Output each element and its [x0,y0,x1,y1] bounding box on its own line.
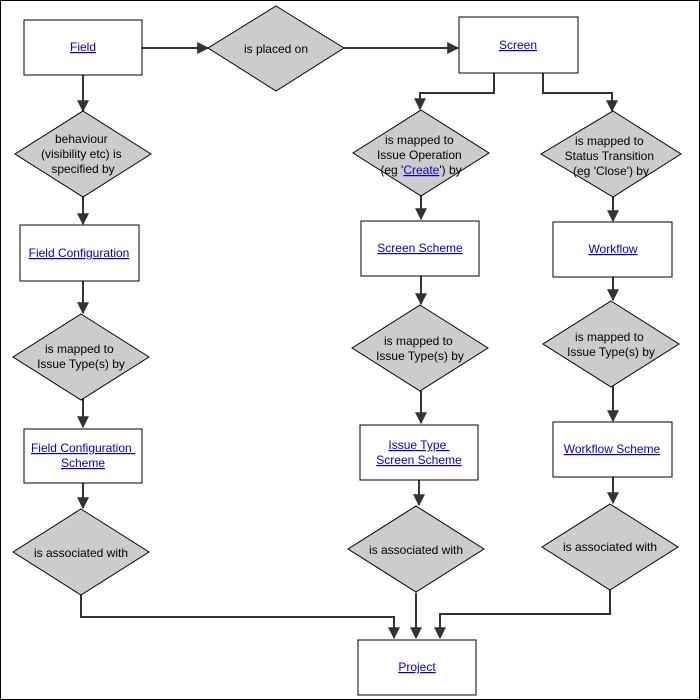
decision-status-transition-line3: (eg 'Close') by [573,164,649,178]
node-field-label[interactable]: Field [70,40,96,54]
node-field[interactable]: Field [23,19,143,76]
decision-mapped-issue-types-right: is mapped to Issue Type(s) by [542,300,680,388]
decision-behaviour-line2: (visibility etc) is [41,147,122,161]
decision-mapped-issue-types-right-line2: Issue Type(s) by [567,345,655,359]
decision-mapped-issue-types-mid-label: is mapped to Issue Type(s) by [376,334,464,363]
node-screen-label[interactable]: Screen [499,38,537,52]
decision-associated-mid-label: is associated with [369,543,463,557]
decision-mapped-issue-types-mid: is mapped to Issue Type(s) by [351,304,489,392]
decision-status-transition-line1: is mapped to [575,134,644,148]
edge-associated-left-to-project [80,594,400,640]
decision-associated-left-label: is associated with [34,546,128,560]
decision-status-transition-line2: Status Transition [565,149,654,163]
node-workflow-scheme[interactable]: Workflow Scheme [552,421,673,478]
node-field-configuration-scheme-line2[interactable]: Scheme [61,456,105,470]
decision-status-transition: is mapped to Status Transition (eg 'Clos… [540,110,682,198]
decision-mapped-issue-types-left-label: is mapped to Issue Type(s) by [37,342,125,371]
decision-mapped-issue-types-left-line1: is mapped to [45,342,114,356]
node-field-configuration-scheme-label[interactable]: Field Configuration Scheme [31,441,135,470]
node-screen[interactable]: Screen [458,16,579,74]
decision-associated-mid: is associated with [347,505,485,593]
node-issue-type-screen-scheme-label[interactable]: Issue Type Screen Scheme [376,438,462,467]
decision-mapped-issue-types-right-label: is mapped to Issue Type(s) by [567,330,655,359]
decision-behaviour: behaviour (visibility etc) is specified … [14,110,152,198]
decision-is-placed-on: is placed on [207,5,345,92]
decision-associated-left: is associated with [12,508,150,596]
decision-issue-operation-line1: is mapped to [385,133,454,147]
decision-mapped-issue-types-mid-line2: Issue Type(s) by [376,349,464,363]
node-issue-type-screen-scheme[interactable]: Issue Type Screen Scheme [359,424,479,481]
connectors [77,42,619,640]
node-workflow-label[interactable]: Workflow [588,242,637,256]
edge-screen-to-status-transition [542,73,618,113]
node-workflow[interactable]: Workflow [552,221,673,278]
decision-status-transition-label: is mapped to Status Transition (eg 'Clos… [565,134,658,178]
node-field-configuration[interactable]: Field Configuration [19,224,140,282]
node-issue-type-screen-scheme-line1[interactable]: Issue Type [388,438,449,452]
node-project[interactable]: Project [357,639,477,696]
decision-mapped-issue-types-mid-line1: is mapped to [384,334,453,348]
decision-behaviour-line3: specified by [51,162,114,176]
decision-mapped-issue-types-left: is mapped to Issue Type(s) by [12,313,150,401]
eg-prefix: (eg ' [380,163,403,177]
decision-mapped-issue-types-right-line1: is mapped to [575,330,644,344]
eg-suffix: ') by [439,163,461,177]
decision-issue-operation: is mapped to Issue Operation (eg 'Create… [352,109,490,197]
decision-behaviour-label: behaviour (visibility etc) is specified … [41,132,125,176]
node-project-label[interactable]: Project [398,660,436,674]
node-screen-scheme-label[interactable]: Screen Scheme [377,241,463,255]
decision-issue-operation-line2: Issue Operation [377,148,462,162]
node-field-configuration-scheme-line1[interactable]: Field Configuration [31,441,135,455]
decision-mapped-issue-types-left-line2: Issue Type(s) by [37,357,125,371]
create-link[interactable]: Create [403,163,439,177]
decision-associated-right-label: is associated with [563,540,657,554]
node-screen-scheme[interactable]: Screen Scheme [360,220,480,277]
decision-is-placed-on-label: is placed on [244,42,308,56]
node-field-configuration-label[interactable]: Field Configuration [29,246,130,260]
decision-issue-operation-line3: (eg 'Create') by [380,163,461,177]
node-issue-type-screen-scheme-line2[interactable]: Screen Scheme [376,453,462,467]
decision-behaviour-line1: behaviour [55,132,108,146]
edge-associated-right-to-project [434,589,611,640]
node-field-configuration-scheme[interactable]: Field Configuration Scheme [23,428,143,484]
node-workflow-scheme-label[interactable]: Workflow Scheme [564,442,661,456]
decision-associated-right: is associated with [541,503,679,591]
decision-issue-operation-label: is mapped to Issue Operation (eg 'Create… [377,133,465,177]
edge-screen-to-issue-operation [414,73,495,111]
